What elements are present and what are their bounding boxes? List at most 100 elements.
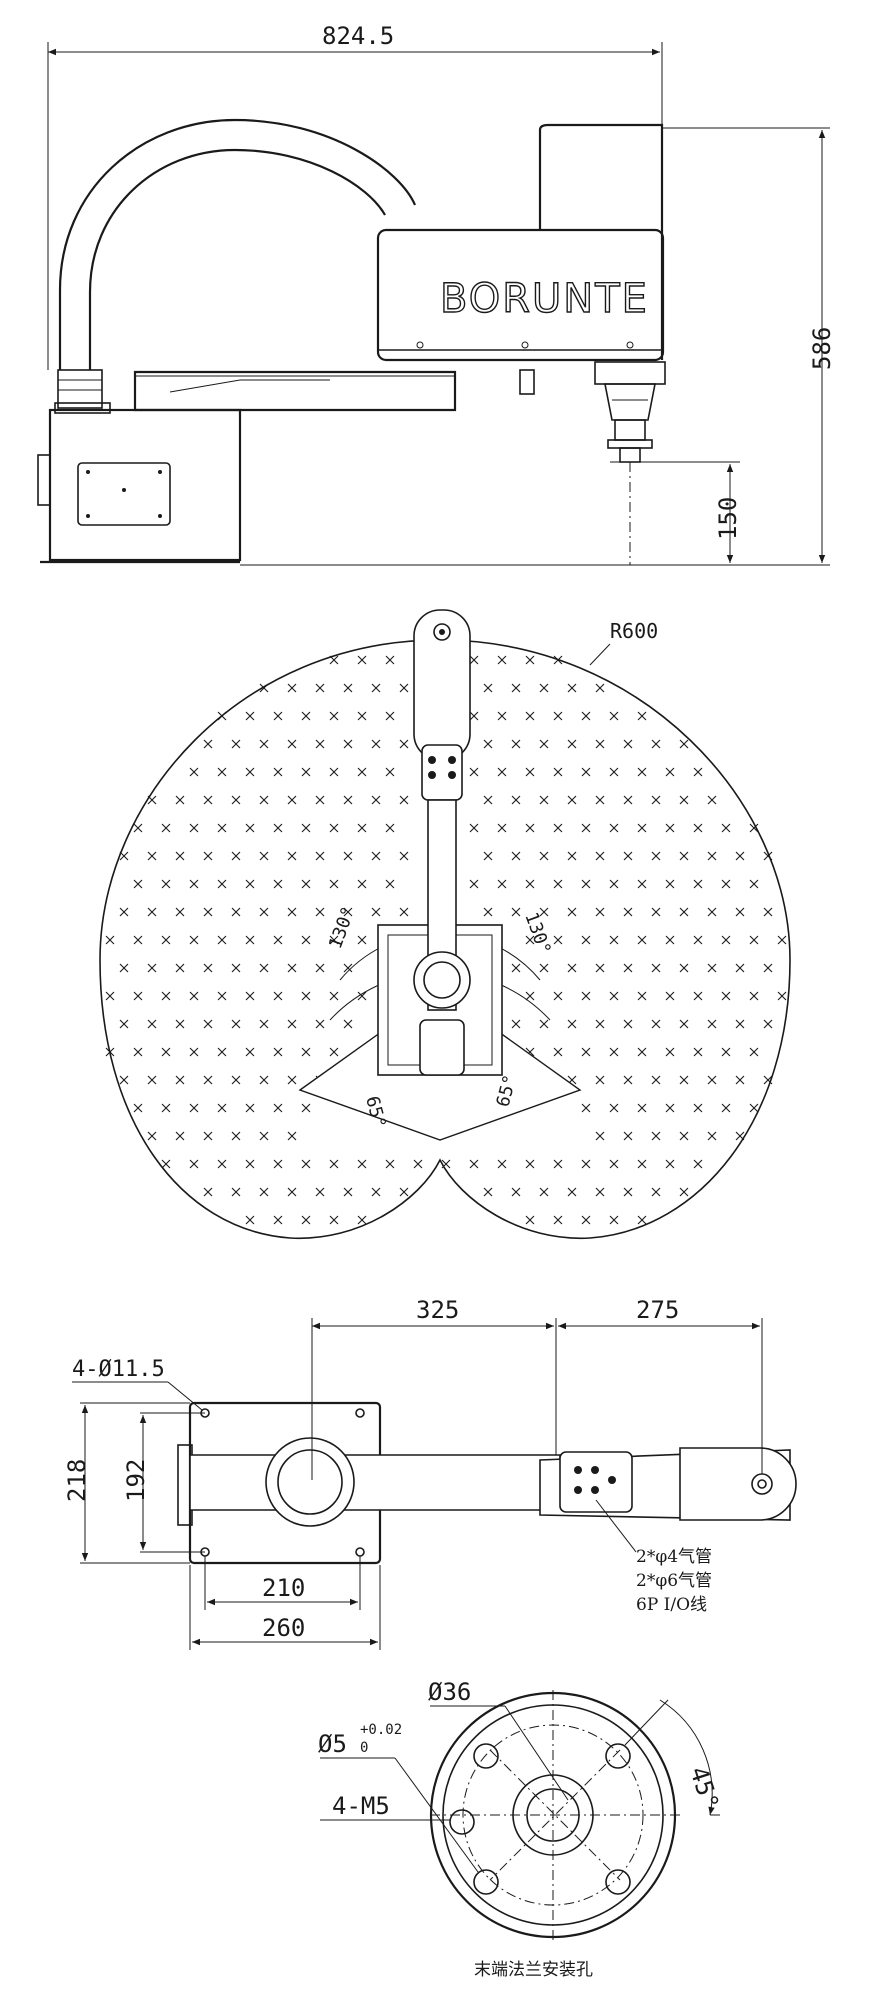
- hatch-mark: [623, 795, 633, 805]
- hatch-mark: [693, 935, 703, 945]
- hatch-mark: [203, 1075, 213, 1085]
- hatch-mark: [581, 879, 591, 889]
- hatch-mark: [231, 963, 241, 973]
- hatch-mark: [161, 1159, 171, 1169]
- hatch-mark: [721, 823, 731, 833]
- hatch-mark: [329, 991, 339, 1001]
- hatch-mark: [721, 1047, 731, 1057]
- hatch-mark: [203, 795, 213, 805]
- hatch-mark: [245, 823, 255, 833]
- hatch-mark: [329, 1215, 339, 1225]
- hatch-mark: [301, 879, 311, 889]
- hatch-mark: [497, 823, 507, 833]
- hatch-mark: [539, 1187, 549, 1197]
- hatch-mark: [245, 1103, 255, 1113]
- hatch-mark: [469, 1159, 479, 1169]
- hatch-mark: [707, 795, 717, 805]
- hatch-mark: [287, 963, 297, 973]
- hatch-mark: [483, 1187, 493, 1197]
- hatch-mark: [301, 1159, 311, 1169]
- hatch-mark: [357, 935, 367, 945]
- hatch-mark: [539, 795, 549, 805]
- dim-arm2: 275: [636, 1296, 679, 1324]
- hatch-mark: [567, 795, 577, 805]
- hatch-mark: [329, 767, 339, 777]
- hatch-mark: [217, 1103, 227, 1113]
- pin-tol-upper: +0.02: [360, 1722, 402, 1738]
- hatch-mark: [511, 795, 521, 805]
- hatch-mark: [273, 1159, 283, 1169]
- hatch-mark: [399, 851, 409, 861]
- hatch-mark: [623, 1187, 633, 1197]
- hatch-mark: [693, 767, 703, 777]
- hatch-mark: [581, 1159, 591, 1169]
- hatch-mark: [595, 963, 605, 973]
- hatch-mark: [329, 823, 339, 833]
- hatch-mark: [679, 795, 689, 805]
- dim-586: 586: [240, 127, 836, 566]
- hatch-mark: [273, 935, 283, 945]
- hatch-mark: [567, 963, 577, 973]
- hatch-mark: [483, 795, 493, 805]
- hatch-mark: [539, 851, 549, 861]
- hatch-mark: [693, 1103, 703, 1113]
- hatch-mark: [371, 851, 381, 861]
- hatch-mark: [581, 991, 591, 1001]
- hatch-mark: [189, 1159, 199, 1169]
- workspace-hatch: [105, 655, 787, 1225]
- hatch-mark: [161, 1047, 171, 1057]
- hatch-mark: [721, 879, 731, 889]
- hatch-mark: [637, 1047, 647, 1057]
- hatch-mark: [763, 907, 773, 917]
- hatch-mark: [273, 823, 283, 833]
- hatch-mark: [105, 991, 115, 1001]
- hatch-mark: [315, 1019, 325, 1029]
- hatch-mark: [273, 767, 283, 777]
- hatch-mark: [609, 935, 619, 945]
- hatch-mark: [301, 823, 311, 833]
- hatch-mark: [161, 935, 171, 945]
- dim-192: 192: [122, 1459, 150, 1502]
- hatch-mark: [553, 935, 563, 945]
- flange-caption: 末端法兰安装孔: [474, 1960, 593, 1980]
- hatch-mark: [217, 823, 227, 833]
- hatch-mark: [539, 963, 549, 973]
- hatch-mark: [665, 991, 675, 1001]
- hatch-mark: [301, 991, 311, 1001]
- hatch-mark: [567, 1019, 577, 1029]
- hatch-mark: [315, 683, 325, 693]
- hatch-mark: [749, 991, 759, 1001]
- hatch-mark: [539, 739, 549, 749]
- hatch-mark: [315, 795, 325, 805]
- hatch-mark: [161, 991, 171, 1001]
- hatch-mark: [721, 935, 731, 945]
- hatch-mark: [217, 991, 227, 1001]
- hatch-mark: [217, 879, 227, 889]
- hatch-mark: [651, 739, 661, 749]
- hatch-mark: [245, 879, 255, 889]
- hatch-mark: [287, 795, 297, 805]
- hatch-mark: [749, 1103, 759, 1113]
- hatch-mark: [511, 963, 521, 973]
- hatch-mark: [511, 1019, 521, 1029]
- hatch-mark: [581, 711, 591, 721]
- hatch-mark: [259, 739, 269, 749]
- hatch-mark: [203, 963, 213, 973]
- hatch-mark: [567, 1187, 577, 1197]
- hatch-mark: [581, 1103, 591, 1113]
- hatch-mark: [777, 935, 787, 945]
- hatch-mark: [203, 907, 213, 917]
- hatch-mark: [413, 1159, 423, 1169]
- hatch-mark: [371, 1187, 381, 1197]
- hatch-mark: [707, 907, 717, 917]
- hatch-mark: [259, 907, 269, 917]
- hatch-mark: [301, 1103, 311, 1113]
- hatch-mark: [749, 823, 759, 833]
- hatch-mark: [679, 1131, 689, 1141]
- hatch-mark: [217, 1159, 227, 1169]
- hatch-mark: [147, 1075, 157, 1085]
- hatch-mark: [315, 739, 325, 749]
- brand-label: BORUNTE: [440, 276, 649, 322]
- dim-150: 150: [610, 461, 742, 563]
